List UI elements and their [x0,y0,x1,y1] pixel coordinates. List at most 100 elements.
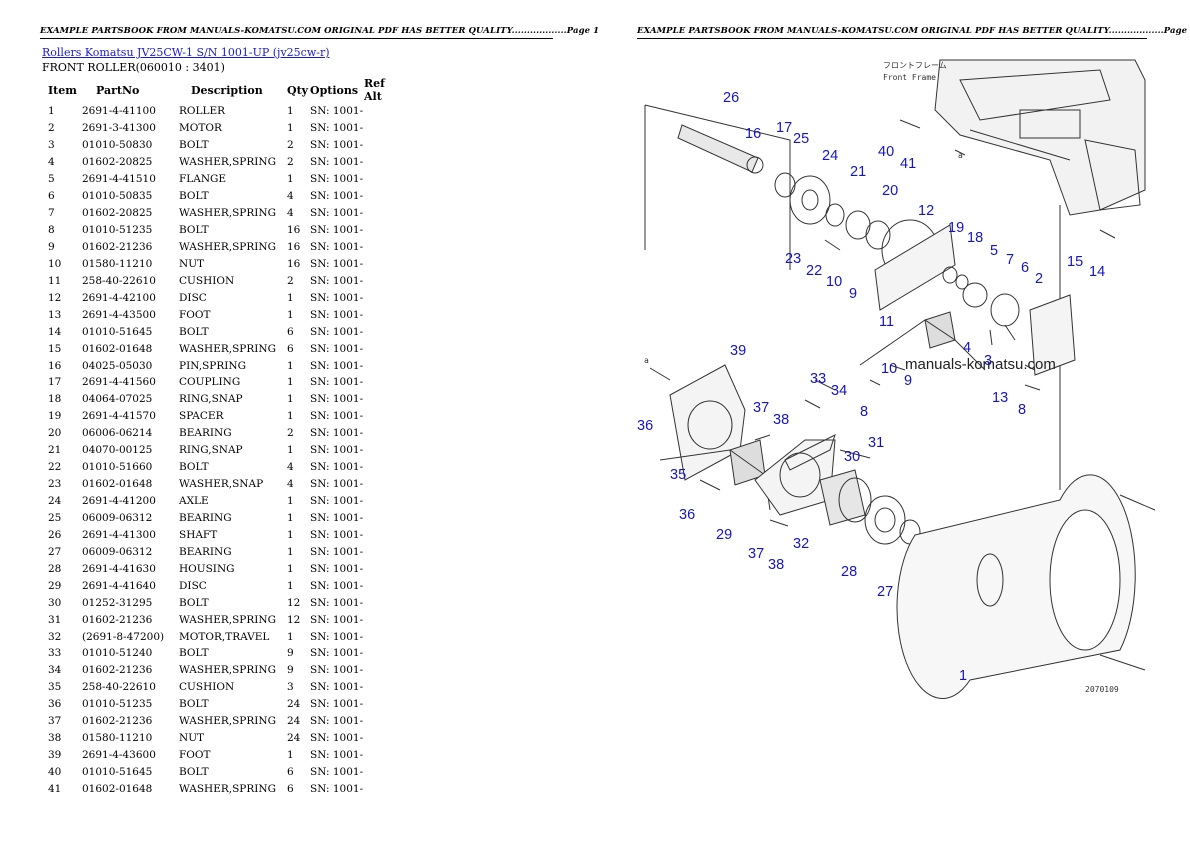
item-cell: 9 [48,240,55,253]
ref-alt-cell [364,171,404,188]
options-cell: SN: 1001- [310,224,364,237]
ref-alt-cell [364,713,404,730]
partno-cell: 2691-4-41100 [82,105,156,118]
ref-alt-cell [364,272,404,289]
ref-alt-cell [364,357,404,374]
arrow-label-left: a [644,356,649,365]
item-cell: 1 [48,105,55,118]
qty-cell: 12 [287,596,301,609]
qty-cell: 1 [287,308,294,321]
callout: 37 [748,546,764,562]
item-cell: 38 [48,732,62,745]
ref-alt-cell [364,188,404,205]
qty-cell: 1 [287,376,294,389]
item-cell: 27 [48,545,62,558]
callout: 30 [844,449,860,465]
partno-cell: 01010-51645 [82,766,153,779]
partno-cell: 2691-4-41200 [82,495,156,508]
callout: 14 [1089,264,1105,280]
ref-alt-cell [364,103,404,120]
partno-cell: 01010-50830 [82,139,153,152]
partno-cell: 258-40-22610 [82,681,156,694]
partno-cell: 2691-4-43500 [82,308,156,321]
item-cell: 31 [48,613,62,626]
item-cell: 29 [48,579,62,592]
description-cell: RING,SNAP [179,444,243,457]
qty-cell: 1 [287,562,294,575]
ref-alt-cell [364,239,404,256]
description-cell: BOLT [179,139,209,152]
description-cell: NUT [179,732,205,745]
qty-cell: 1 [287,359,294,372]
callout: 40 [878,144,894,160]
item-cell: 35 [48,681,62,694]
callout: 38 [768,557,784,573]
item-cell: 39 [48,749,62,762]
description-cell: BOLT [179,647,209,660]
callout: 9 [904,373,912,389]
callout: 37 [753,400,769,416]
item-cell: 12 [48,291,62,304]
callout: 38 [773,412,789,428]
qty-cell: 3 [287,681,294,694]
partno-cell: 2691-4-41300 [82,528,156,541]
options-cell: SN: 1001- [310,156,364,169]
partno-cell: 01010-50835 [82,190,153,203]
partno-cell: 01602-20825 [82,156,153,169]
callout: 35 [670,467,686,483]
item-cell: 21 [48,444,62,457]
options-cell: SN: 1001- [310,664,364,677]
description-cell: SHAFT [179,528,218,541]
partno-cell: 06009-06312 [82,545,153,558]
description-cell: BOLT [179,325,209,338]
callout: 36 [637,418,653,434]
ref-alt-cell [364,611,404,628]
item-cell: 16 [48,359,62,372]
partno-cell: 01602-21236 [82,664,153,677]
options-cell: SN: 1001- [310,257,364,270]
qty-cell: 1 [287,528,294,541]
options-cell: SN: 1001- [310,528,364,541]
ref-alt-cell [364,645,404,662]
qty-cell: 4 [287,461,294,474]
qty-cell: 24 [287,698,301,711]
description-cell: FOOT [179,749,211,762]
item-cell: 5 [48,173,55,186]
item-cell: 30 [48,596,62,609]
partno-cell: 04064-07025 [82,393,153,406]
item-cell: 26 [48,528,62,541]
model-title-link[interactable]: Rollers Komatsu JV25CW-1 S/N 1001-UP (jv… [42,46,330,59]
qty-cell: 1 [287,393,294,406]
description-cell: PIN,SPRING [179,359,246,372]
description-cell: WASHER,SPRING [179,207,276,220]
qty-cell: 1 [287,173,294,186]
ref-alt-cell [364,764,404,781]
description-cell: WASHER,SNAP [179,478,264,491]
callout: 1 [959,668,967,684]
qty-cell: 4 [287,190,294,203]
ref-alt-cell [364,289,404,306]
partno-cell: 01252-31295 [82,596,153,609]
parts-table: Item PartNo Description Qty Options Ref … [42,77,404,797]
callout: 11 [879,314,894,330]
item-cell: 18 [48,393,62,406]
item-cell: 33 [48,647,62,660]
description-cell: NUT [179,257,205,270]
partno-cell: 01602-01648 [82,342,153,355]
ref-alt-cell [364,255,404,272]
ref-alt-cell [364,442,404,459]
qty-cell: 2 [287,139,294,152]
